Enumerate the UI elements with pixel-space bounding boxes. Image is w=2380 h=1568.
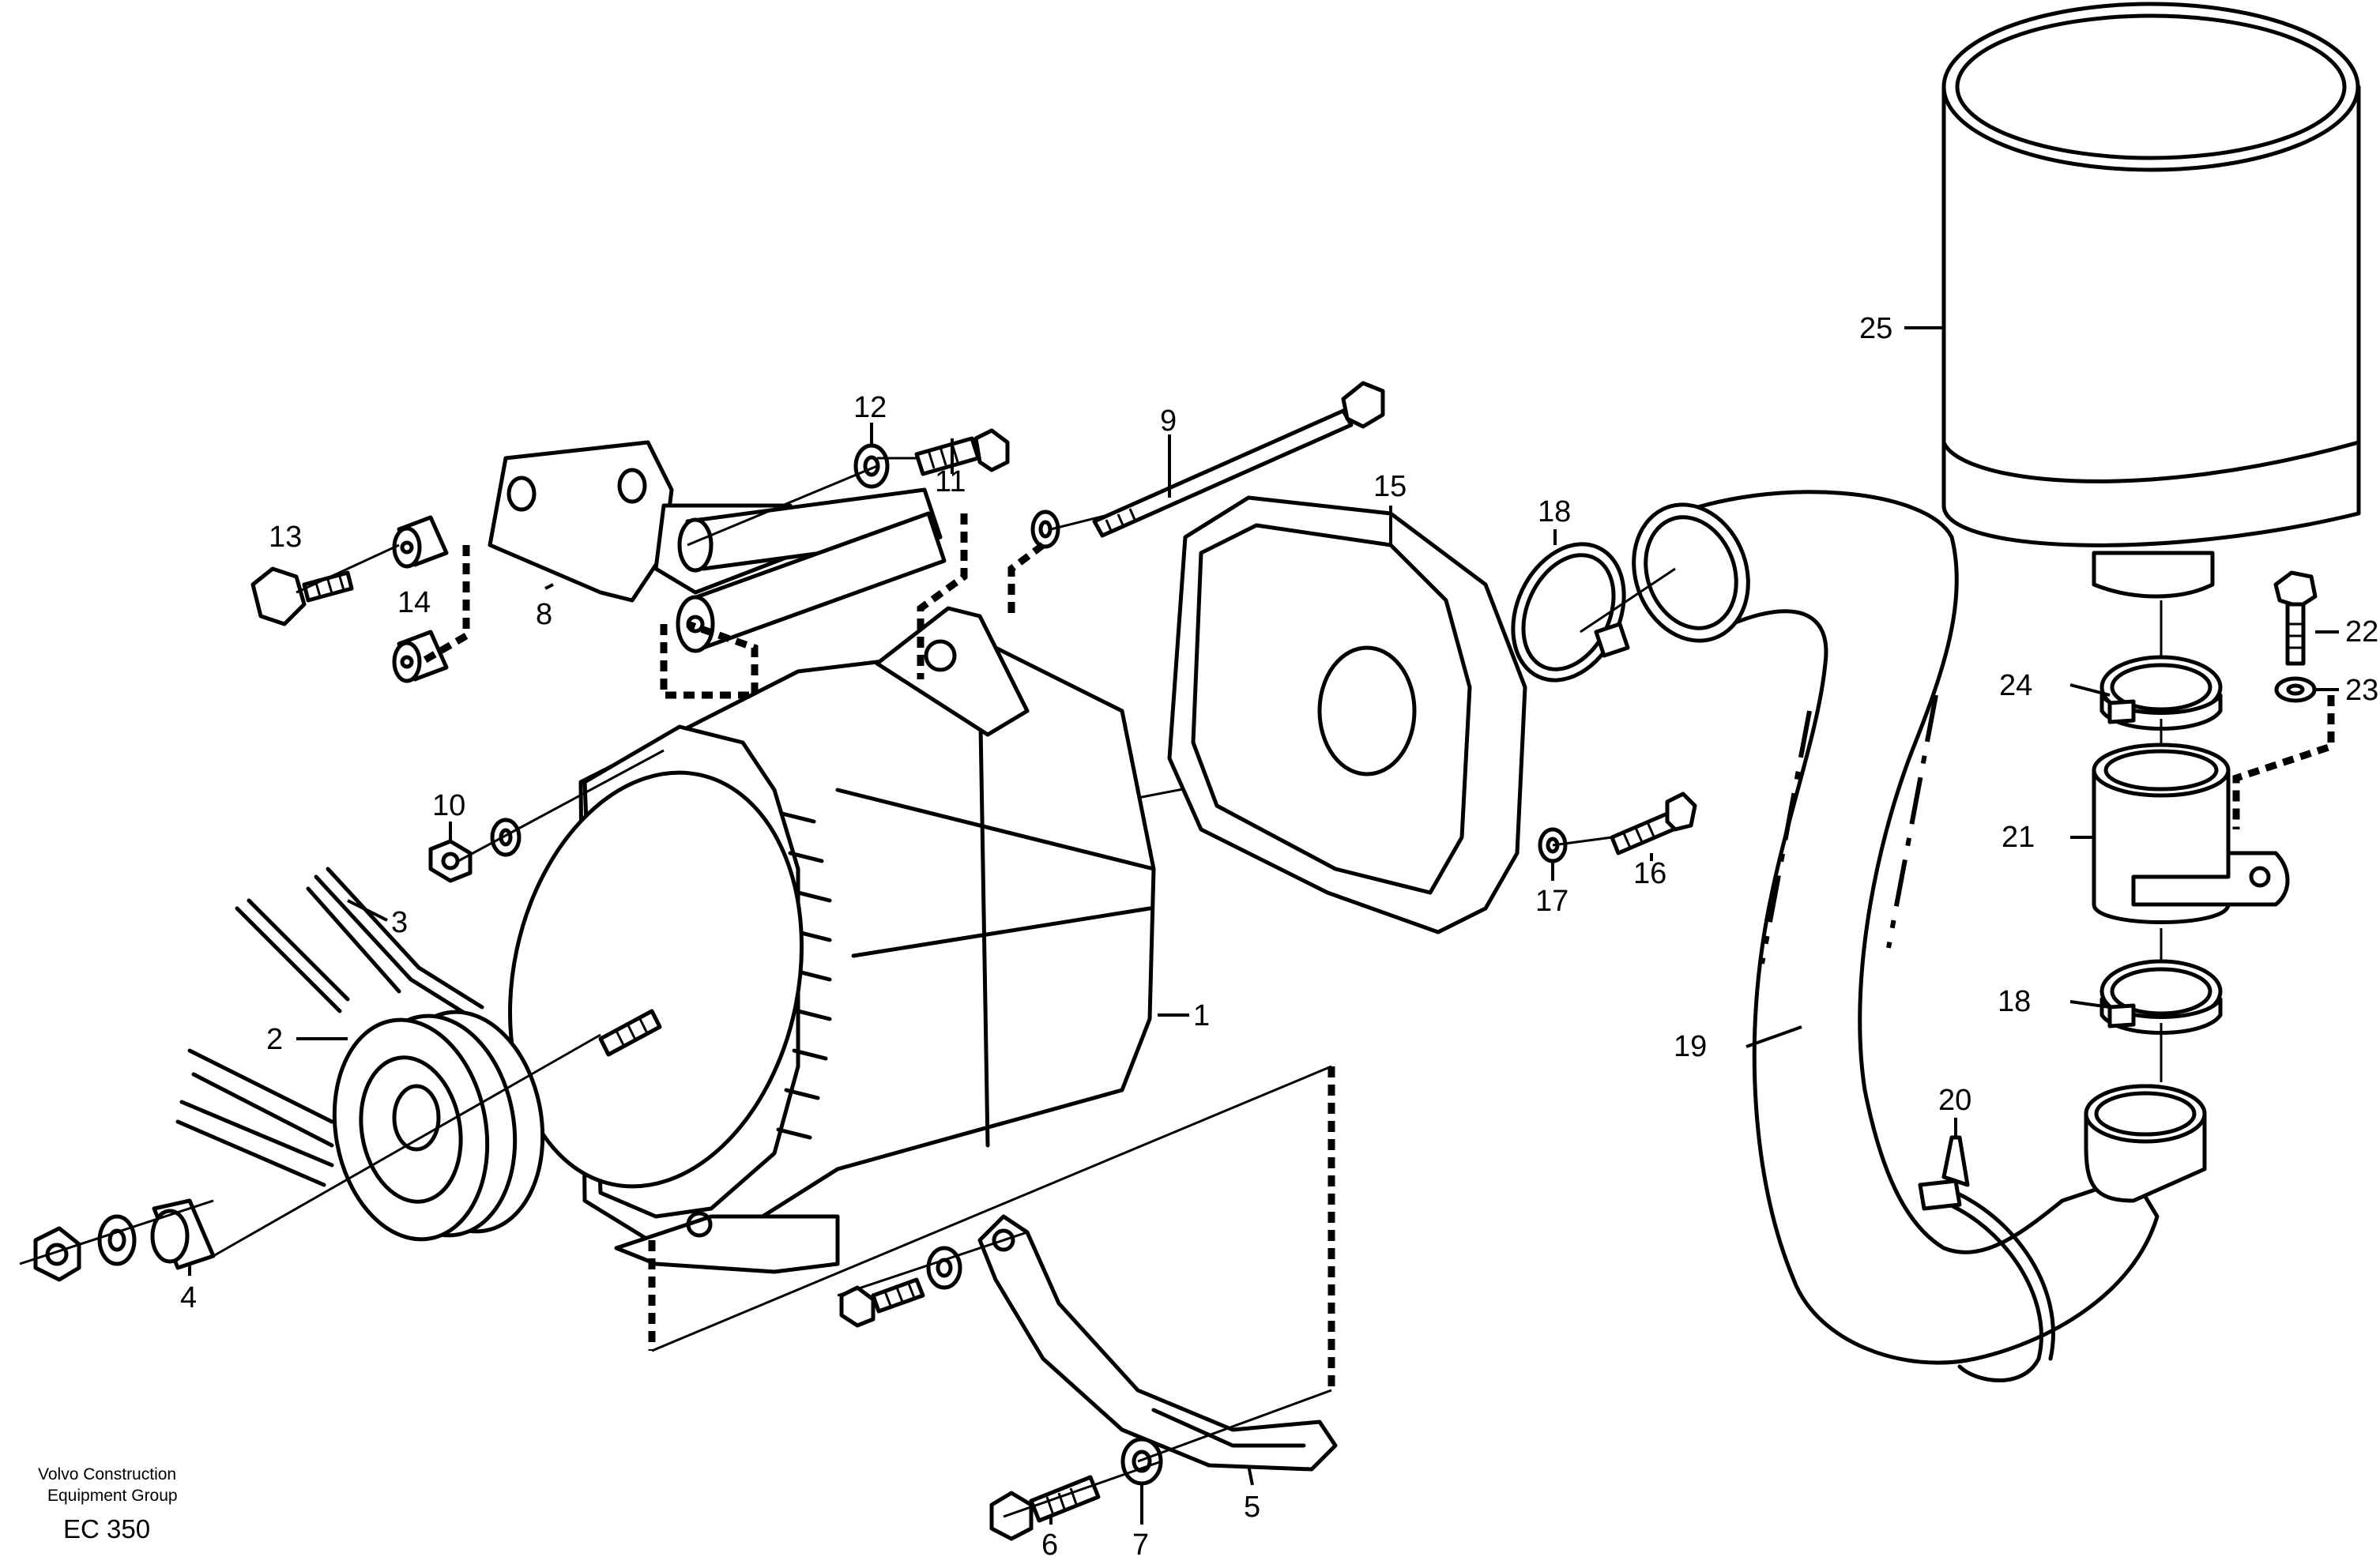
- callout-21: 21: [2002, 821, 2035, 854]
- cable-tie: [1918, 1135, 2055, 1382]
- v-belts: [175, 867, 484, 1187]
- callout-15: 15: [1373, 470, 1407, 503]
- callout-23: 23: [2345, 674, 2378, 707]
- hose-clamp-upper: [1511, 542, 1630, 682]
- air-filter: [1941, 2, 2361, 599]
- callout-14: 14: [397, 586, 431, 619]
- callout-6: 6: [1041, 1529, 1058, 1562]
- bolt-13: [250, 566, 354, 626]
- hose-clamp-lower: [2099, 959, 2223, 1035]
- pulley: [213, 1010, 601, 1258]
- callout-9: 9: [1160, 404, 1177, 438]
- footer-line-1: Volvo Construction: [38, 1465, 176, 1483]
- bolt-5: [839, 1277, 925, 1328]
- callout-11: 11: [935, 465, 966, 498]
- nut-10: [428, 839, 473, 883]
- callout-18-lower: 18: [1998, 985, 2031, 1018]
- washer-10: [490, 818, 522, 857]
- callout-labels: 1 2 3 4 5 6 7 8 9 10 11 12 13 14 15 16 1…: [180, 312, 2378, 1562]
- footer-code: EC 350: [63, 1514, 150, 1544]
- callout-7: 7: [1132, 1529, 1149, 1562]
- washer-9: [1030, 510, 1060, 549]
- footer-line-2: Equipment Group: [47, 1487, 178, 1505]
- callout-19: 19: [1674, 1030, 1707, 1063]
- callout-4: 4: [180, 1281, 197, 1314]
- bolt-22: [2273, 570, 2318, 666]
- callout-10: 10: [432, 789, 465, 822]
- callout-18-upper: 18: [1538, 495, 1571, 528]
- fan-cover: [1167, 495, 1527, 934]
- tensioning-arm: [977, 1214, 1338, 1472]
- washer-7: [1120, 1437, 1163, 1486]
- hose-clamp-24: [2099, 655, 2223, 731]
- publisher-footer: Volvo Construction Equipment Group EC 35…: [38, 1465, 178, 1544]
- washer-12: [853, 443, 890, 489]
- callout-17: 17: [1535, 885, 1568, 918]
- callout-12: 12: [853, 391, 887, 424]
- callout-22: 22: [2345, 615, 2378, 649]
- bushing-14-lower: [392, 630, 449, 683]
- alternator: [508, 606, 1344, 1274]
- shaft-nut-stack: [19, 1198, 216, 1282]
- callout-25: 25: [1859, 312, 1892, 345]
- callout-13: 13: [269, 521, 302, 554]
- bolt-16: [1610, 792, 1697, 855]
- washer-23: [2274, 676, 2317, 703]
- long-bolt-9: [1092, 381, 1385, 538]
- assembly-dashed-lines: [296, 457, 2335, 1518]
- bushing-14-upper: [392, 515, 449, 569]
- bolt-6: [989, 1475, 1101, 1541]
- callout-2: 2: [266, 1023, 283, 1056]
- hose-sleeve: [2092, 743, 2290, 924]
- callout-8: 8: [536, 598, 552, 631]
- leader-lines: [188, 326, 2339, 1525]
- callout-5: 5: [1244, 1491, 1260, 1524]
- callout-3: 3: [391, 906, 408, 939]
- callout-16: 16: [1633, 857, 1666, 890]
- callout-20: 20: [1938, 1084, 1971, 1117]
- callout-1: 1: [1193, 999, 1210, 1032]
- air-hose: [1632, 490, 2207, 1365]
- bolt-11: [914, 428, 1010, 476]
- washer-5: [926, 1246, 962, 1290]
- callout-24: 24: [1999, 669, 2032, 702]
- spacer-tubes: [676, 487, 947, 653]
